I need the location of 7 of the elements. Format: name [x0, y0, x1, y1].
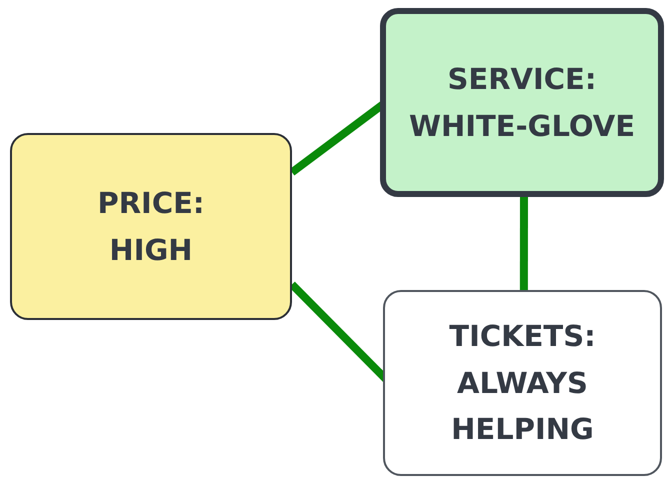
node-label: TICKETS: ALWAYS HELPING: [448, 318, 597, 448]
text-box: [10, 133, 292, 320]
node-label: PRICE: HIGH: [96, 185, 206, 268]
connector-line: [520, 196, 528, 290]
node-label: SERVICE: WHITE-GLOVE: [408, 61, 636, 144]
text-box: [383, 290, 662, 476]
text-box: [380, 8, 664, 197]
